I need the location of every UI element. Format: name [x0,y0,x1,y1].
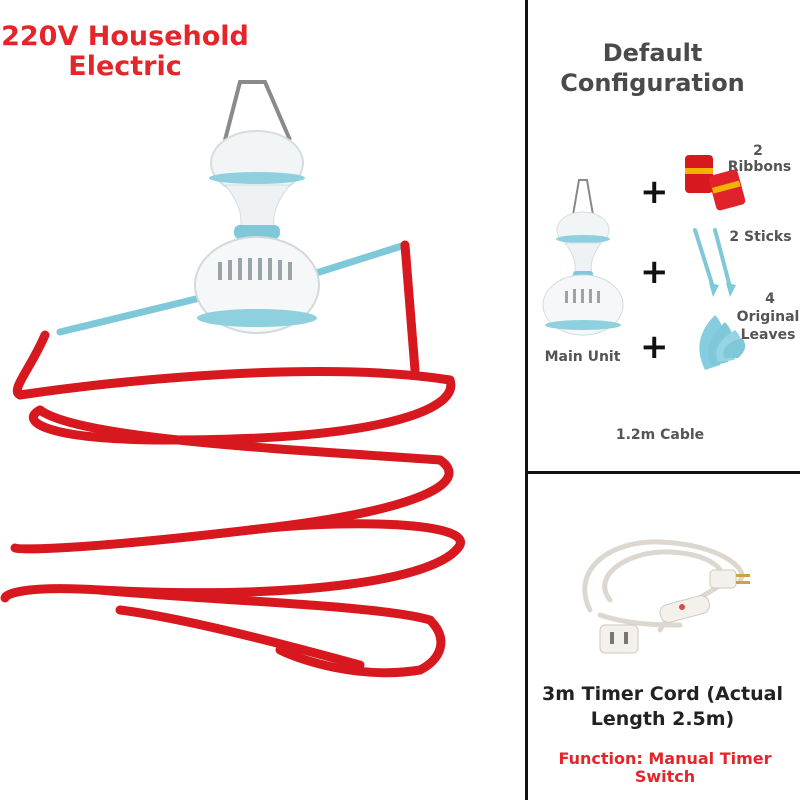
cable-label: 1.2m Cable [615,427,705,443]
sticks-label: 2 Sticks [729,229,792,245]
cord-title: 3m Timer Cord (Actual Length 2.5m) [542,683,783,730]
leaves-image [699,315,746,370]
plus-icon: + [640,327,669,367]
plus-icon: + [640,252,669,292]
fan-product-illustration [0,80,465,678]
vertical-divider [525,0,528,800]
hanger-wire [223,80,292,141]
fan-stick-right [306,241,409,279]
plus-icon: + [640,172,669,212]
leaves-label: Original Leaves [736,309,800,343]
ribbons-label: Ribbons [727,159,792,175]
fan-stick-left [56,294,204,336]
sticks-image [693,228,736,297]
function-note: Function: Manual Timer Switch [558,749,772,786]
ribbons-count: 2 [753,143,763,159]
config-title: Default Configuration [560,39,745,97]
red-ribbon-spiral [0,240,465,678]
main-unit-image [542,179,624,336]
leaves-count: 4 [765,291,775,307]
timer-cord-image [582,539,750,654]
headline-title: 220V Household Electric [1,21,249,82]
ribbons-image [685,155,746,211]
fan-motor-body [194,236,320,334]
main-unit-label: Main Unit [544,349,621,365]
horizontal-divider [525,471,800,474]
